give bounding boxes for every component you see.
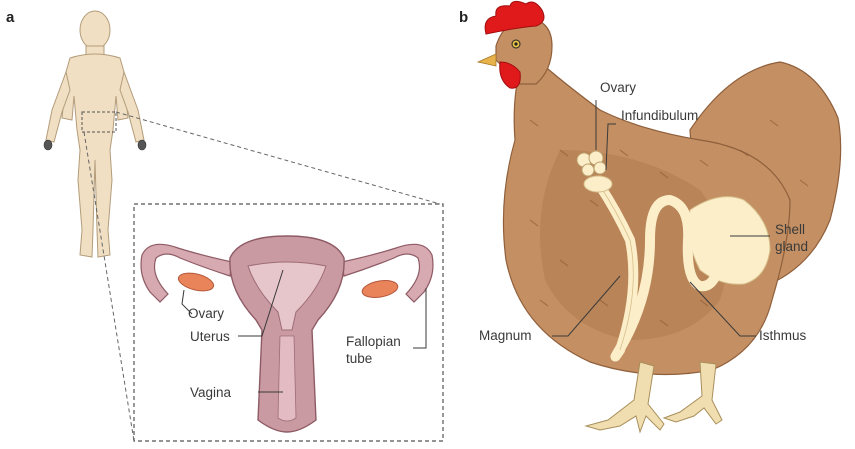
panel-a-letter: a — [6, 9, 15, 26]
panel-a: a — [6, 9, 443, 441]
label-fallopian-line2: tube — [346, 351, 372, 366]
label-isthmus: Isthmus — [759, 328, 807, 343]
ovary-left — [177, 270, 216, 294]
label-uterus: Uterus — [190, 329, 230, 344]
ovary-right — [361, 278, 399, 300]
label-ovary-a: Ovary — [188, 306, 224, 321]
label-magnum: Magnum — [479, 328, 532, 343]
panel-b-letter: b — [459, 9, 468, 26]
hen-pupil — [514, 42, 517, 45]
label-infundibulum: Infundibulum — [621, 108, 698, 123]
panel-b: b — [459, 1, 841, 432]
label-shell-line1: Shell — [775, 222, 805, 237]
infundibulum-shape — [584, 176, 612, 192]
label-fallopian-line1: Fallopian — [346, 334, 401, 349]
label-vagina: Vagina — [190, 385, 232, 400]
label-shell-line2: gland — [775, 239, 808, 254]
label-ovary-b: Ovary — [600, 80, 636, 95]
vaginal-canal — [278, 336, 296, 421]
hen-beak — [478, 54, 496, 66]
human-figure — [46, 11, 144, 257]
